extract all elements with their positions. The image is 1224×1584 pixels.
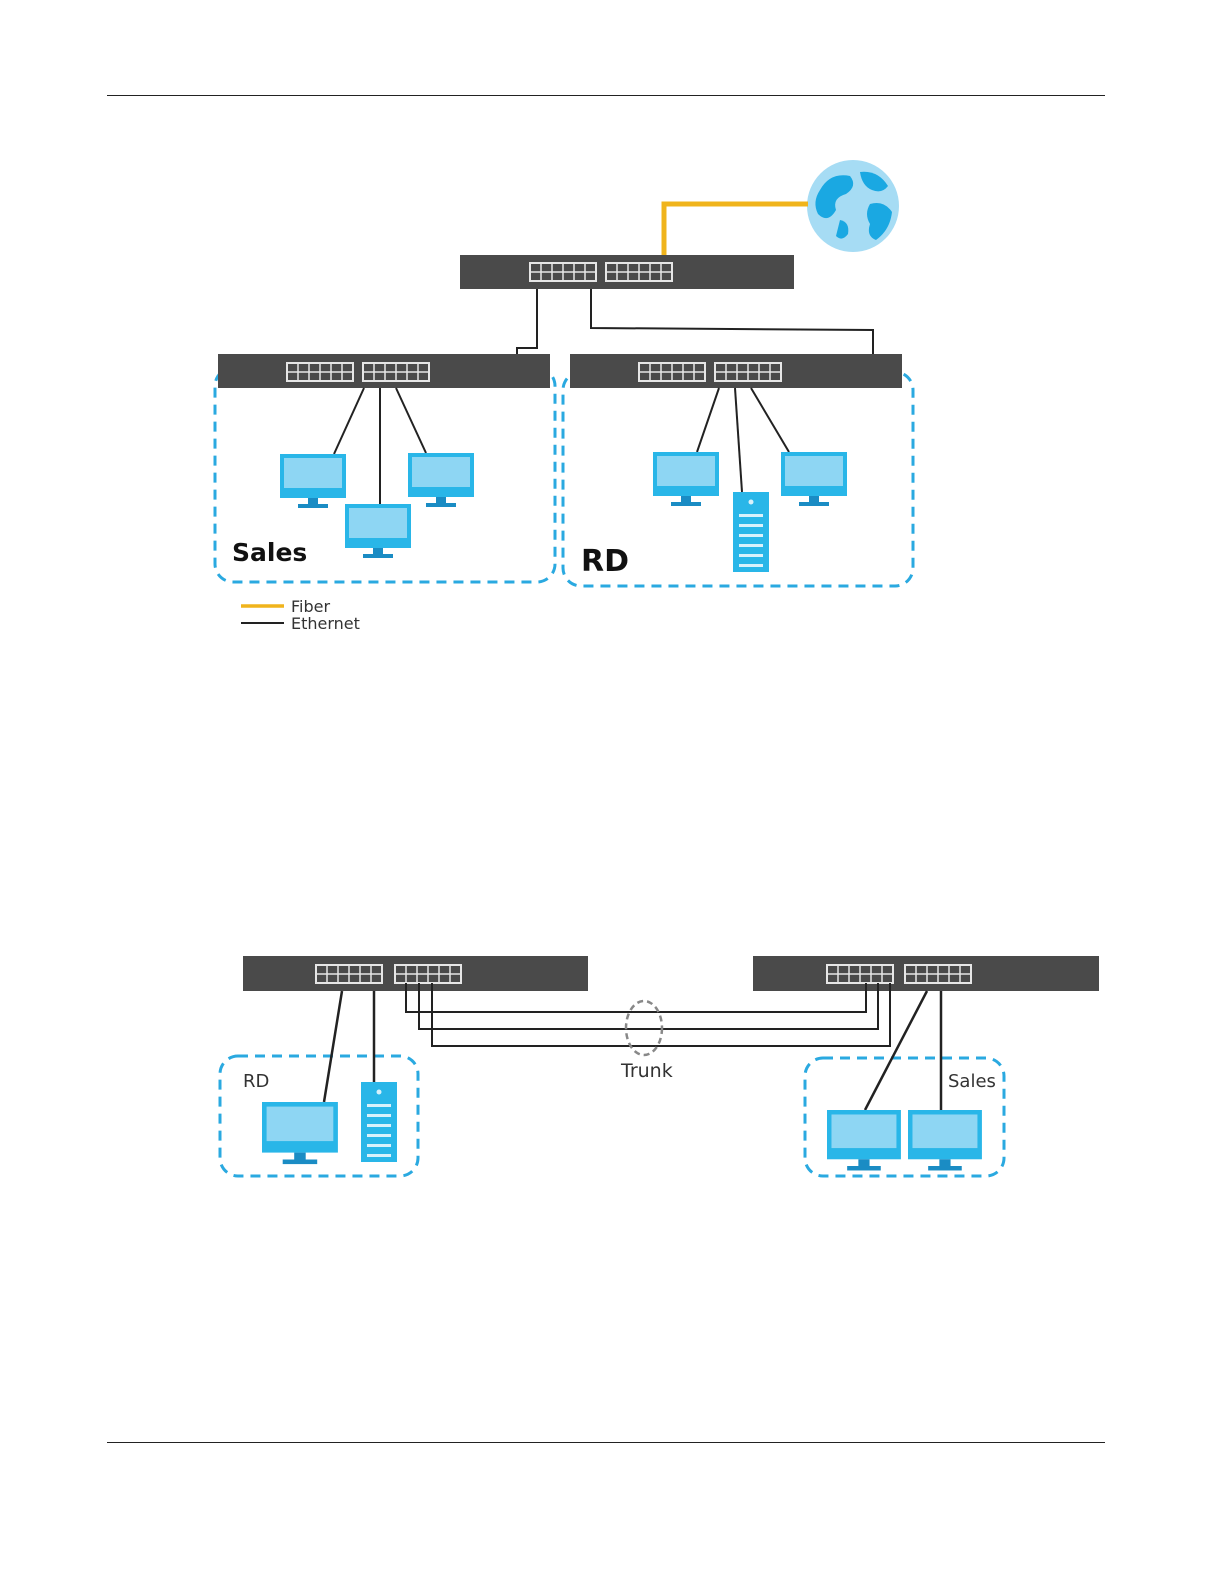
rd-link-1 [697,388,719,452]
trunk-line-3 [432,983,890,1046]
core-switch [460,255,794,289]
monitor-icon [653,452,719,506]
rd-link-3 [751,388,789,452]
vlan-diagram: Sales RD Fiber Ethernet [0,150,1224,650]
footer-rule [107,1442,1105,1443]
rd-link-2 [735,388,742,492]
sales-link-1 [334,388,364,454]
trunk-label: Trunk [620,1060,673,1082]
ethernet-uplink-rd [591,289,873,356]
sales-link-3 [396,388,426,453]
left-switch [243,956,588,991]
sales-link-1 [865,991,927,1110]
vlan-label-rd: RD [581,544,629,579]
monitor-icon [262,1102,338,1164]
legend-label-ethernet: Ethernet [291,614,360,633]
trunk-diagram: Trunk RD Sales [0,940,1224,1200]
monitor-icon [345,504,411,558]
server-icon [733,492,769,572]
monitor-icon [908,1110,982,1170]
monitor-icon [781,452,847,506]
legend: Fiber Ethernet [241,597,360,633]
monitor-icon [408,453,474,507]
vlan-label-sales: Sales [232,538,307,567]
monitor-icon [827,1110,901,1170]
sales-switch [218,354,550,388]
monitor-icon [280,454,346,508]
right-switch [753,956,1099,991]
ethernet-uplink-sales [517,289,537,362]
server-icon [361,1082,397,1162]
vlan-label-sales: Sales [948,1071,996,1092]
rd-link-1 [324,991,342,1102]
header-rule [107,95,1105,96]
globe-icon [807,160,899,252]
vlan-label-rd: RD [243,1071,269,1092]
rd-switch [570,354,902,388]
